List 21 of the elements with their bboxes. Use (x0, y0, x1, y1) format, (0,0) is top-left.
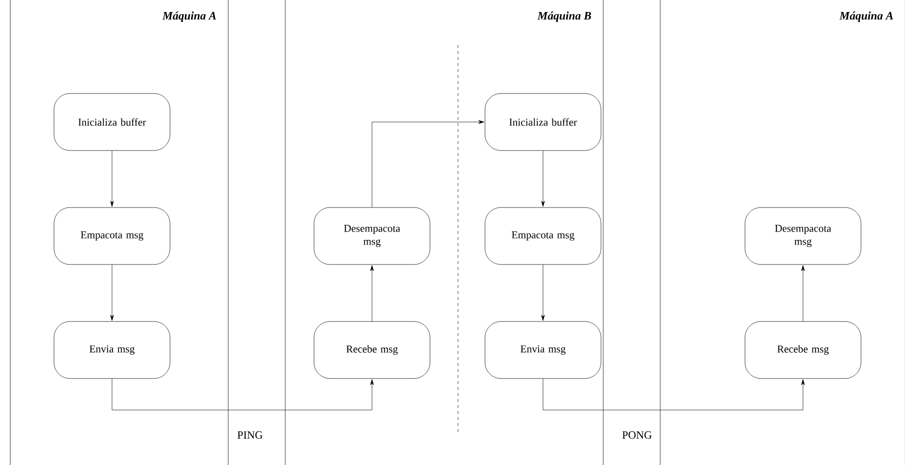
process-box: Empacota msg (54, 207, 170, 265)
process-box: Desempacota msg (744, 207, 862, 265)
arrow (110, 264, 114, 321)
process-box: Recebe msg (314, 321, 430, 379)
message-label: PONG (621, 430, 653, 440)
arrow (541, 264, 545, 321)
arrow (542, 378, 805, 410)
process-box: Envia msg (484, 321, 602, 379)
arrow (370, 265, 374, 322)
process-box: Empacota msg (484, 207, 602, 265)
arrow (110, 150, 114, 207)
process-box: Inicializa buffer (484, 93, 602, 151)
process-box: Inicializa buffer (54, 93, 170, 151)
process-box: Envia msg (54, 321, 170, 379)
arrow (541, 150, 545, 207)
process-box: Recebe msg (744, 321, 862, 379)
message-label: PING (236, 430, 264, 440)
arrow (801, 265, 805, 322)
process-box: Desempacota msg (314, 207, 430, 265)
arrow (112, 378, 374, 410)
arrow (372, 120, 484, 208)
